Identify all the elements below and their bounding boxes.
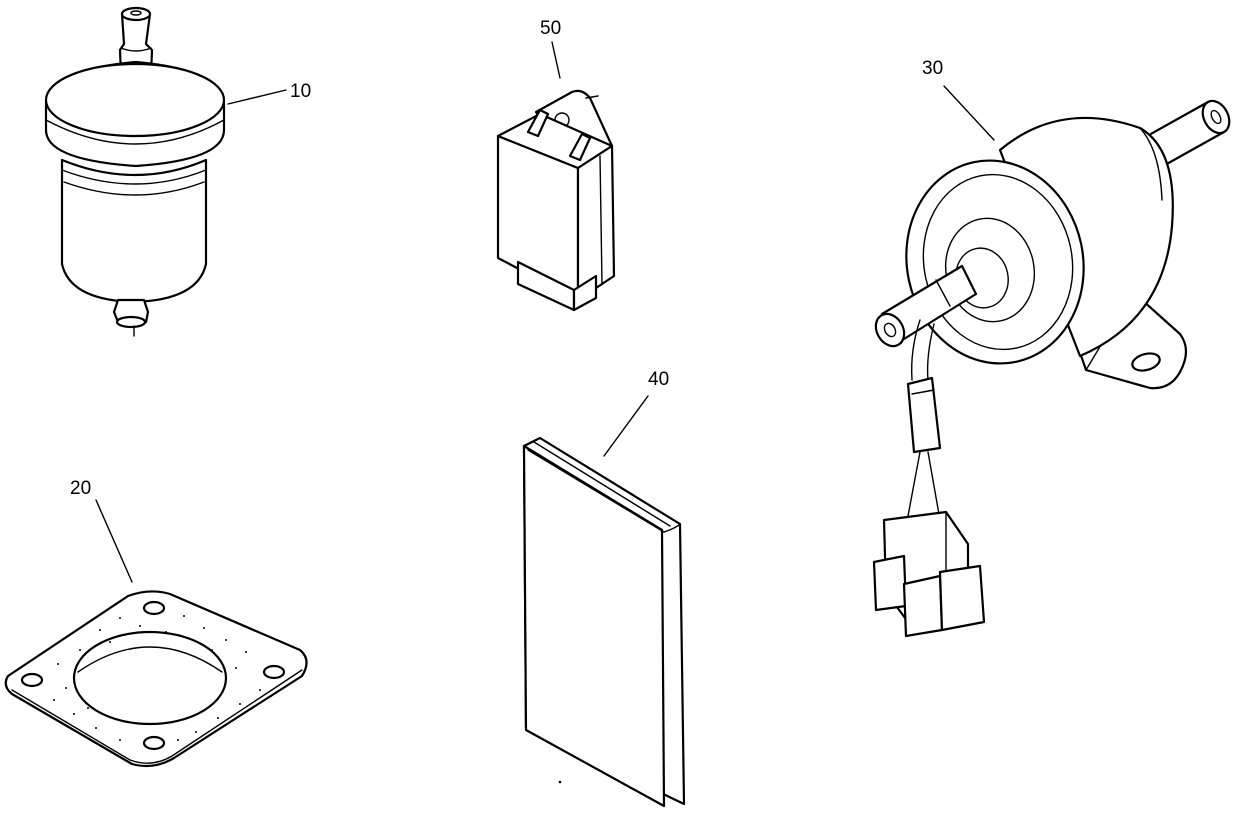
callout-label-20: 20: [70, 478, 91, 499]
inline-fuel-filter-icon[interactable]: [44, 6, 226, 337]
callout-leader-50: [551, 41, 561, 79]
callout-label-30: 30: [922, 58, 943, 79]
manual-booklet-icon[interactable]: [522, 436, 686, 808]
callout-label-50: 50: [540, 18, 561, 39]
gasket-icon[interactable]: [4, 590, 308, 768]
stray-dot: [558, 780, 562, 784]
callout-leader-40: [603, 395, 649, 457]
electric-fuel-pump-icon[interactable]: [870, 96, 1234, 638]
callout-leader-10: [227, 89, 287, 105]
callout-label-40: 40: [648, 369, 669, 390]
callout-leader-30: [943, 85, 995, 141]
callout-leader-20: [95, 499, 133, 583]
callout-label-10: 10: [290, 81, 311, 102]
relay-icon[interactable]: [496, 89, 616, 312]
